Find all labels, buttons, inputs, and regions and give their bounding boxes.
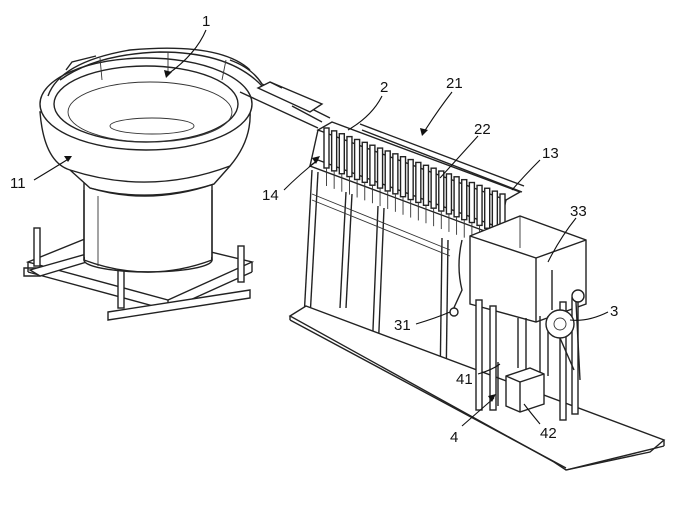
feed-channel xyxy=(361,141,368,184)
bowl xyxy=(39,47,263,197)
feed-channel xyxy=(445,173,453,215)
label-14: 14 xyxy=(262,187,279,204)
label-11: 11 xyxy=(10,175,26,192)
feed-channel xyxy=(338,133,346,175)
label-33: 33 xyxy=(570,203,587,220)
feed-channel xyxy=(346,135,353,178)
label-42: 42 xyxy=(540,425,557,442)
label-31: 31 xyxy=(394,317,411,334)
stacking-station xyxy=(449,215,587,421)
collection-box xyxy=(497,362,545,413)
label-2: 2 xyxy=(380,79,388,96)
feed-channel xyxy=(407,158,414,201)
label-13: 13 xyxy=(542,145,559,162)
feed-channel xyxy=(468,181,476,224)
feed-channel xyxy=(422,164,430,207)
feed-channel xyxy=(453,176,460,218)
feed-channel xyxy=(415,161,422,204)
label-22: 22 xyxy=(474,121,491,138)
feed-channel xyxy=(376,147,384,189)
feed-channel xyxy=(399,155,407,198)
feed-channel xyxy=(392,153,399,195)
feed-channel xyxy=(483,187,491,229)
feed-channel xyxy=(430,167,437,209)
feed-channel xyxy=(323,127,330,169)
label-3: 3 xyxy=(610,303,618,320)
feed-channel xyxy=(330,130,338,172)
vibratory-bowl-feeder xyxy=(23,47,263,321)
feed-channel xyxy=(369,144,376,186)
feed-channel xyxy=(353,138,361,181)
label-21: 21 xyxy=(446,75,463,92)
distribution-rack xyxy=(303,121,525,389)
feed-channel xyxy=(384,150,391,192)
label-4: 4 xyxy=(450,429,458,446)
feed-channel xyxy=(461,178,468,221)
label-1: 1 xyxy=(202,13,210,30)
feed-channel xyxy=(476,184,483,227)
label-41: 41 xyxy=(456,371,473,388)
feed-track xyxy=(229,59,331,129)
leader-lines xyxy=(33,29,609,427)
